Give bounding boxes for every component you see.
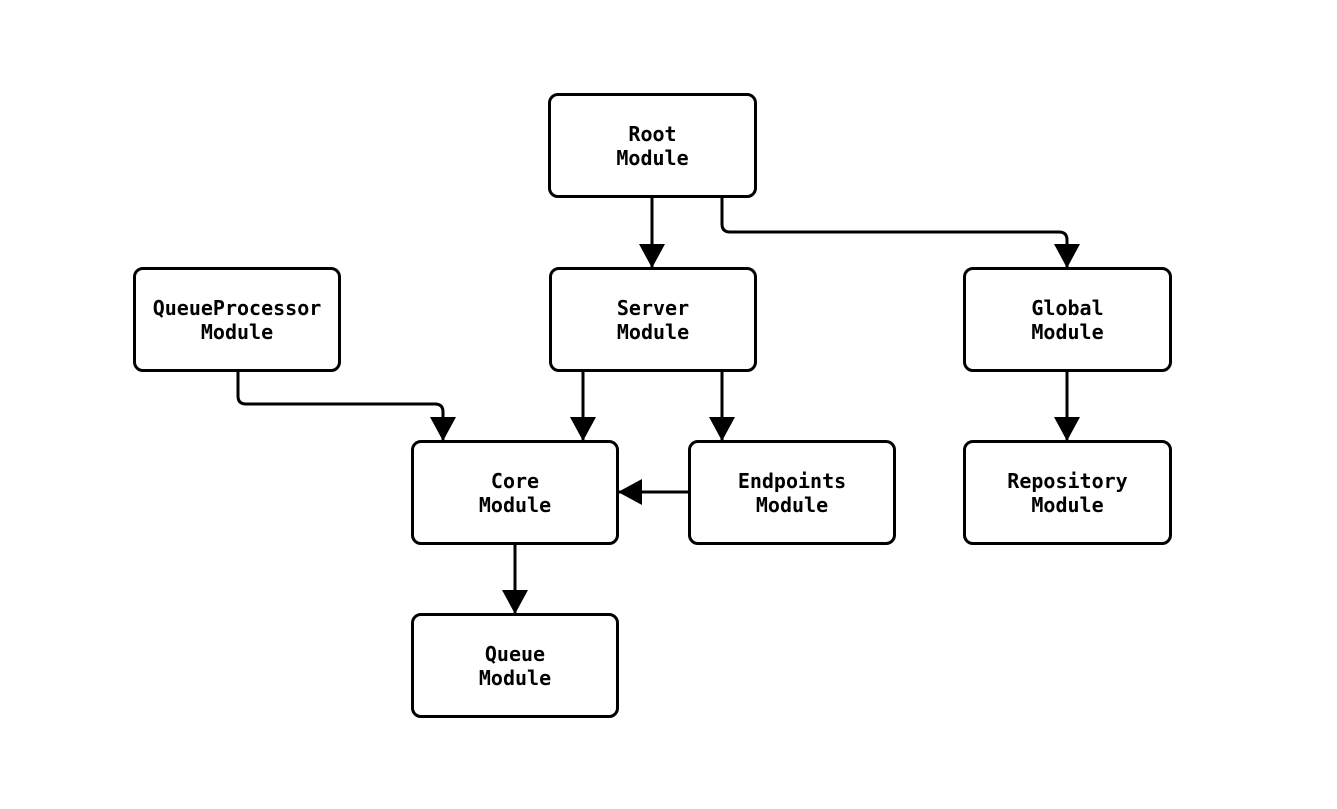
node-endpoints-label-line2: Module — [755, 492, 829, 517]
node-core-label-line1: Core — [490, 468, 540, 493]
node-repository-label-line2: Module — [1031, 492, 1104, 517]
node-global-module: Global Module — [963, 267, 1172, 372]
node-server-label-line2: Module — [616, 319, 690, 344]
node-endpoints-label-line1: Endpoints — [737, 468, 847, 493]
node-root-label-line1: Root — [628, 121, 677, 146]
node-queueprocessor-module: QueueProcessor Module — [133, 267, 341, 372]
edge-root-to-global — [720, 198, 1080, 268]
node-queue-label-line1: Queue — [484, 641, 546, 666]
node-endpoints-module: Endpoints Module — [688, 440, 896, 545]
node-queue-module: Queue Module — [411, 613, 619, 718]
node-server-label-line1: Server — [616, 295, 690, 320]
node-queue-label-line2: Module — [478, 665, 552, 690]
node-global-label-line2: Module — [1031, 319, 1104, 344]
node-core-label-line2: Module — [478, 492, 552, 517]
node-core-module: Core Module — [411, 440, 619, 545]
node-queueprocessor-label-line1: QueueProcessor — [152, 295, 322, 320]
node-global-label-line1: Global — [1031, 295, 1104, 320]
node-repository-label-line1: Repository — [1007, 468, 1128, 493]
node-root-module: Root Module — [548, 93, 757, 198]
node-repository-module: Repository Module — [963, 440, 1172, 545]
node-queueprocessor-label-line2: Module — [200, 319, 274, 344]
node-server-module: Server Module — [549, 267, 757, 372]
node-root-label-line2: Module — [616, 145, 689, 170]
edge-queueprocessor-to-core — [236, 372, 456, 441]
